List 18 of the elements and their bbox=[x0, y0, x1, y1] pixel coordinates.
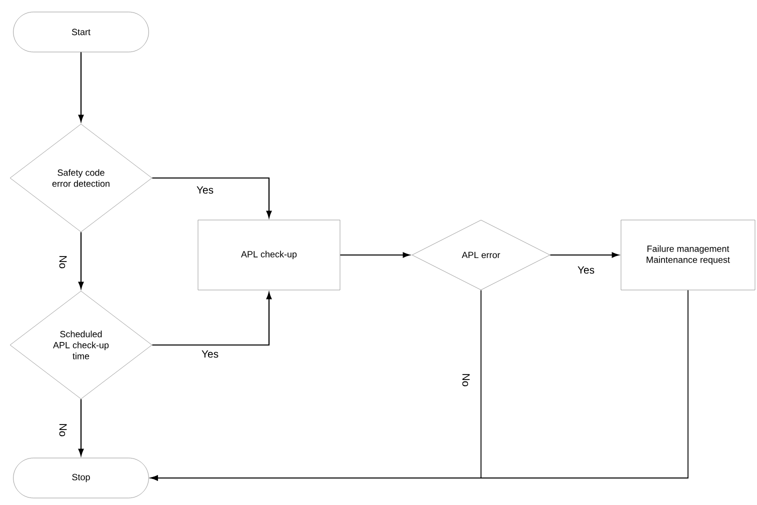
edge-label: No bbox=[58, 254, 68, 270]
process-box: APL check-up bbox=[198, 220, 340, 290]
arrow bbox=[340, 252, 410, 258]
arrow bbox=[78, 52, 84, 122]
edge-label: Yes bbox=[200, 349, 220, 359]
process-box: Failure management Maintenance request bbox=[620, 220, 756, 290]
edge-label: No bbox=[461, 372, 471, 388]
arrow bbox=[78, 232, 84, 289]
edge-label: Yes bbox=[195, 185, 215, 195]
edge-label: Yes bbox=[576, 265, 596, 275]
arrow bbox=[152, 292, 272, 346]
arrow bbox=[152, 177, 272, 218]
terminal-box: Stop bbox=[13, 458, 149, 498]
arrow bbox=[78, 399, 84, 456]
arrow bbox=[550, 252, 619, 258]
terminal-box: Start bbox=[13, 12, 149, 52]
arrow bbox=[150, 290, 688, 481]
edge-label: No bbox=[58, 422, 68, 438]
